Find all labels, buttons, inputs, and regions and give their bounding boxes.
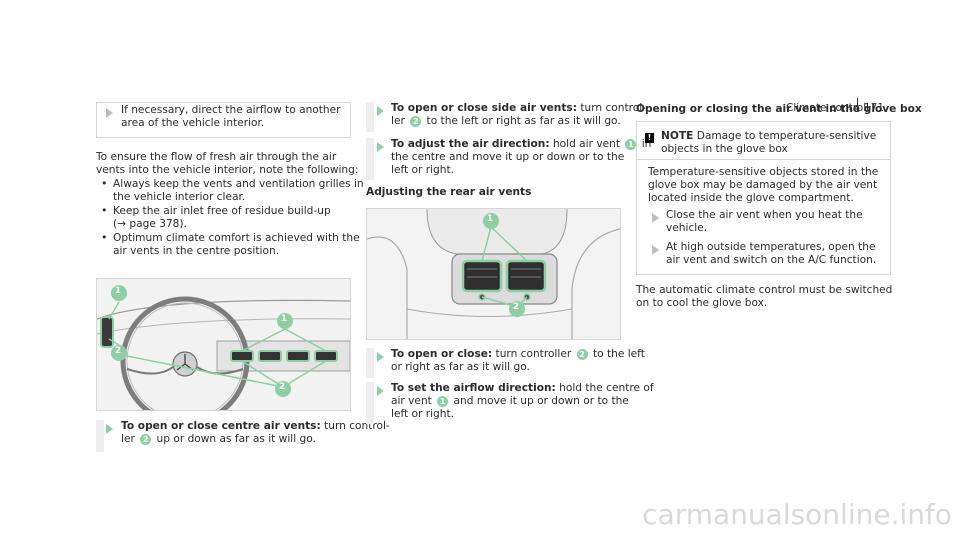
step-title: To open or close: xyxy=(391,348,493,360)
bullet-icon: • xyxy=(101,231,108,244)
step-text: air vent and switch on the A/C function. xyxy=(666,254,877,266)
callout-2: 2 xyxy=(278,382,286,392)
step-text: the centre and move it up or down or to … xyxy=(391,151,625,163)
divider xyxy=(636,159,891,160)
callout-1: 1 xyxy=(114,286,122,296)
paragraph: on to cool the glove box. xyxy=(636,297,768,309)
step-box xyxy=(96,102,351,138)
step-marker xyxy=(366,348,374,378)
step-marker xyxy=(366,382,374,424)
note-paragraph: located inside the glove compartment. xyxy=(648,192,854,204)
paragraph: To ensure the flow of fresh air through … xyxy=(96,151,337,163)
step-text: If necessary, direct the airflow to anot… xyxy=(121,104,341,130)
step-body: air vent xyxy=(391,395,436,407)
step-body: to the left xyxy=(589,348,645,360)
watermark: carmanualsonline.info xyxy=(642,498,952,531)
note-paragraph: Temperature-sensitive objects stored in … xyxy=(648,166,879,178)
note-box xyxy=(636,121,891,275)
step-arrow-icon xyxy=(377,106,384,116)
step-body: hold air vent xyxy=(549,138,624,150)
step-text: ler 2 to the left or right as far as it … xyxy=(391,115,621,128)
step-marker xyxy=(366,102,374,132)
bullet-text: Keep the air inlet free of residue build… xyxy=(113,205,331,217)
step-text: vehicle. xyxy=(666,222,708,234)
note-paragraph: glove box may be damaged by the air vent xyxy=(648,179,878,191)
step-body: up or down as far as it will go. xyxy=(153,433,316,445)
step-text: air vent 1 and move it up or down or to … xyxy=(391,395,629,408)
callout-1: 1 xyxy=(486,214,494,224)
step-title: To open or close centre air vents: xyxy=(121,420,321,432)
bullet-text: air vents in the centre position. xyxy=(113,245,280,257)
step-body: ler xyxy=(391,115,409,127)
callout-2-icon: 2 xyxy=(140,433,152,445)
header-divider xyxy=(857,98,858,112)
warning-icon: ! xyxy=(645,133,654,143)
step-text: ler 2 up or down as far as it will go. xyxy=(121,433,316,446)
step-text: To open or close centre air vents: turn … xyxy=(121,420,390,433)
subheading: Adjusting the rear air vents xyxy=(366,186,532,198)
step-body: turn control- xyxy=(320,420,390,432)
callout-1: 1 xyxy=(280,314,288,324)
step-body: turn control- xyxy=(576,102,646,114)
step-title: To adjust the air direction: xyxy=(391,138,550,150)
step-body: to the left or right as far as it will g… xyxy=(423,115,621,127)
step-arrow-icon xyxy=(652,245,659,255)
step-marker xyxy=(96,420,104,452)
step-body: hold the centre of xyxy=(555,382,654,394)
step-arrow-icon xyxy=(377,386,384,396)
bullet-icon: • xyxy=(101,177,108,190)
callout-1-icon: 1 xyxy=(625,138,637,150)
bullet-text: Always keep the vents and ventilation gr… xyxy=(113,178,364,190)
step-text: To open or close: turn controller 2 to t… xyxy=(391,348,645,361)
rear-vents-drawing xyxy=(367,209,620,339)
page-reference[interactable]: (→ page 378). xyxy=(113,218,187,230)
callout-2: 2 xyxy=(512,302,520,312)
step-text: To set the airflow direction: hold the c… xyxy=(391,382,654,395)
step-text: To adjust the air direction: hold air ve… xyxy=(391,138,651,151)
step-text: Close the air vent when you heat the xyxy=(666,209,863,221)
bullet-text: the vehicle interior clear. xyxy=(113,191,246,203)
step-arrow-icon xyxy=(106,108,113,118)
callout-2-icon: 2 xyxy=(410,115,422,127)
paragraph: The automatic climate control must be sw… xyxy=(636,284,893,296)
step-marker xyxy=(366,138,374,180)
callout-2: 2 xyxy=(114,346,122,356)
dashboard-illustration xyxy=(96,278,351,411)
paragraph: vents into the vehicle interior, note th… xyxy=(96,164,359,176)
callout-1-icon: 1 xyxy=(437,395,449,407)
step-title: To open or close side air vents: xyxy=(391,102,577,114)
step-title: To set the airflow direction: xyxy=(391,382,556,394)
bullet-icon: • xyxy=(101,204,108,217)
dashboard-drawing xyxy=(97,279,350,410)
page-number: 171 xyxy=(864,102,885,114)
step-arrow-icon xyxy=(652,213,659,223)
step-body: turn controller xyxy=(492,348,575,360)
callout-2-icon: 2 xyxy=(576,348,588,360)
step-body: in xyxy=(638,138,652,150)
step-body: and move it up or down or to the xyxy=(450,395,629,407)
note-text: Damage to temperature-sensitive xyxy=(693,130,877,142)
section-title: Climate control xyxy=(786,102,867,114)
step-text: At high outside temperatures, open the xyxy=(666,241,876,253)
note-title: NOTE Damage to temperature-sensitive xyxy=(661,130,876,143)
note-label: NOTE xyxy=(661,130,694,142)
step-arrow-icon xyxy=(377,352,384,362)
rear-vents-illustration xyxy=(366,208,621,340)
step-text: left or right. xyxy=(391,408,454,420)
step-arrow-icon xyxy=(106,424,113,434)
step-arrow-icon xyxy=(377,142,384,152)
bullet-text: Optimum climate comfort is achieved with… xyxy=(113,232,360,244)
step-text: To open or close side air vents: turn co… xyxy=(391,102,646,115)
step-text: or right as far as it will go. xyxy=(391,361,530,373)
note-text: objects in the glove box xyxy=(661,143,788,155)
step-text: left or right. xyxy=(391,164,454,176)
step-body: ler xyxy=(121,433,139,445)
section-heading: Opening or closing the air vent in the g… xyxy=(636,103,922,115)
